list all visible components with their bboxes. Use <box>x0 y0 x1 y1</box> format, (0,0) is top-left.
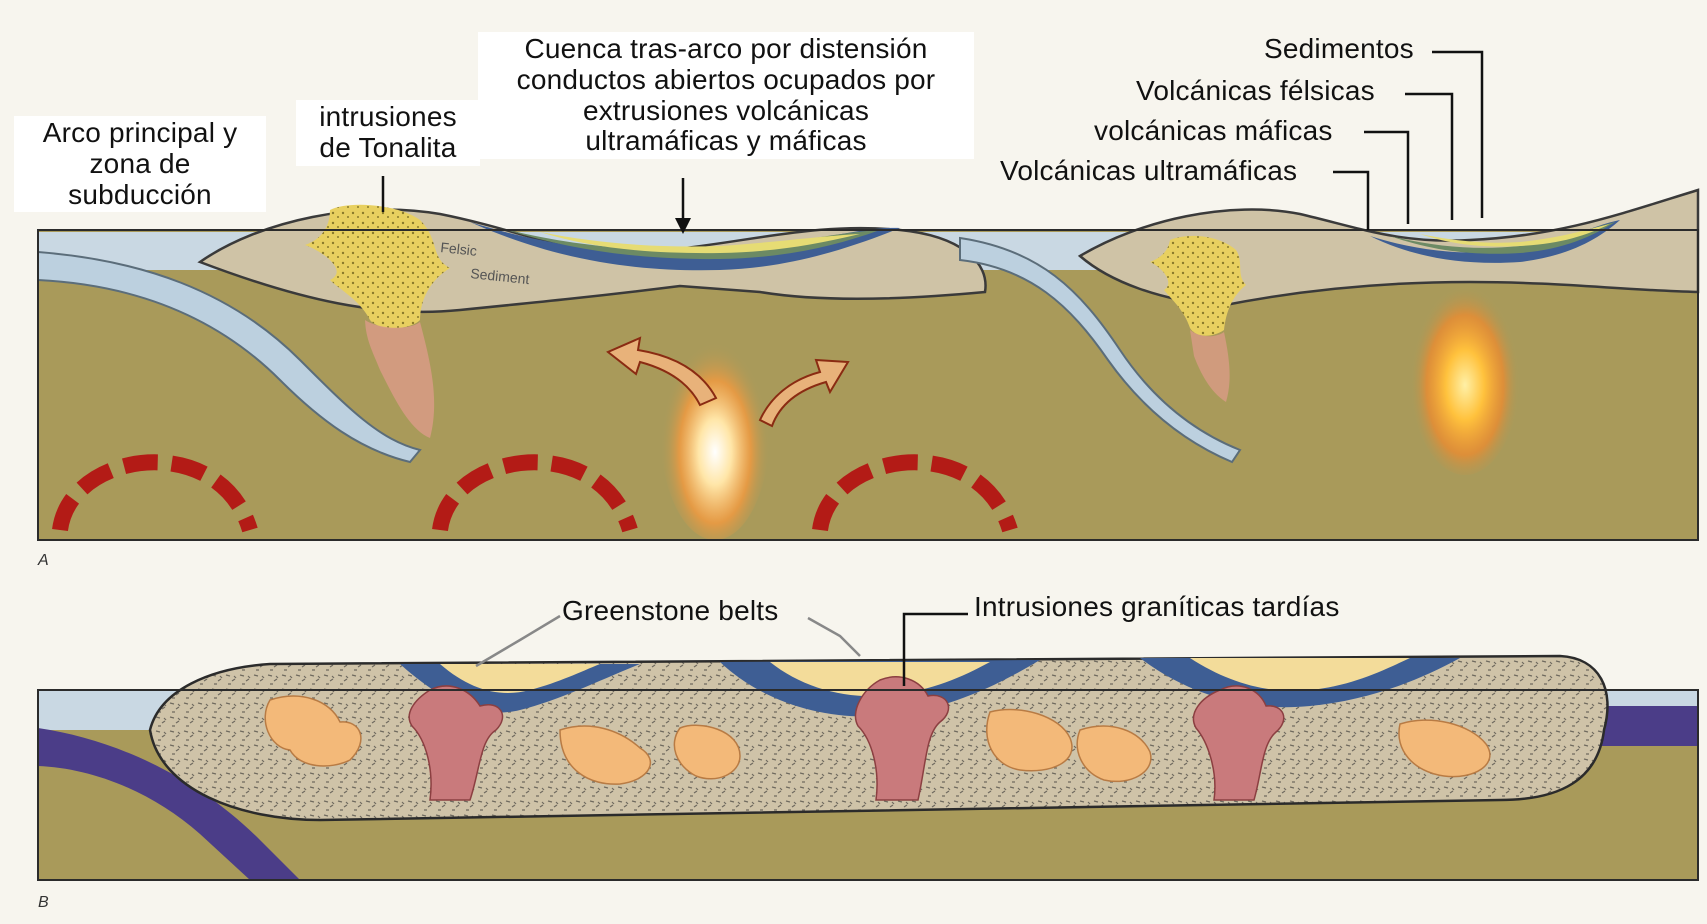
label-greenstone: Greenstone belts <box>562 596 778 627</box>
ocean-right-b <box>1600 690 1698 706</box>
panel-b-letter: B <box>38 894 49 912</box>
label-arc-line1: Arco principal y <box>20 118 260 149</box>
label-tonalite: intrusiones de Tonalita <box>296 100 480 166</box>
purple-slab-right <box>1600 700 1698 746</box>
label-late-granite: Intrusiones graníticas tardías <box>974 592 1340 623</box>
arc-crust-left <box>200 210 986 312</box>
label-basin-line4: ultramáficas y máficas <box>484 126 968 157</box>
label-tonalite-line2: de Tonalita <box>302 133 474 164</box>
label-basin: Cuenca tras-arco por distensión conducto… <box>478 32 974 159</box>
panel-a-letter: A <box>38 552 49 570</box>
label-sediments: Sedimentos <box>1264 34 1414 65</box>
label-basin-line3: extrusiones volcánicas <box>484 96 968 127</box>
label-basin-line1: Cuenca tras-arco por distensión <box>484 34 968 65</box>
magma-glow-right <box>1410 275 1520 475</box>
label-ultramafic: Volcánicas ultramáficas <box>1000 156 1297 187</box>
label-tonalite-line1: intrusiones <box>302 102 474 133</box>
label-basin-line2: conductos abiertos ocupados por <box>484 65 968 96</box>
magma-glow-left <box>660 320 770 540</box>
label-arc-line3: subducción <box>20 180 260 211</box>
label-mafic: volcánicas máficas <box>1094 116 1333 147</box>
label-felsic: Volcánicas félsicas <box>1136 76 1375 107</box>
label-arc-line2: zona de <box>20 149 260 180</box>
panel-b <box>38 614 1698 880</box>
label-arc: Arco principal y zona de subducción <box>14 116 266 212</box>
